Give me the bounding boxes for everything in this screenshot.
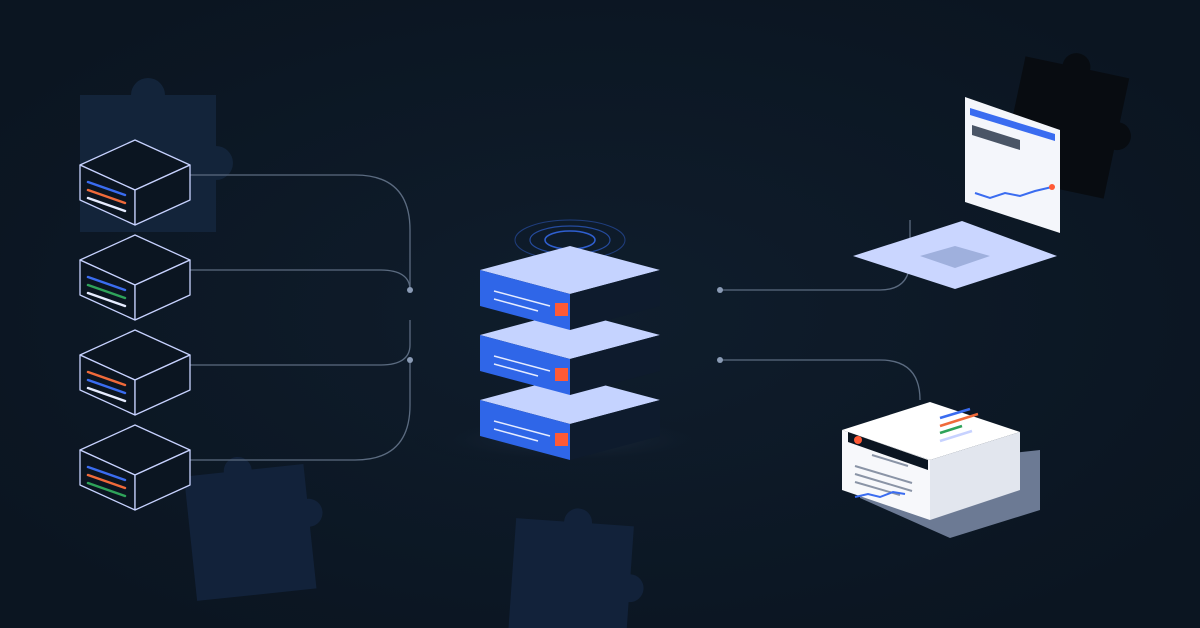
printer-report-icon [842,402,1040,538]
connector-dot [407,287,413,293]
connector-dot [407,357,413,363]
source-connectors [190,174,411,461]
connector-line [190,174,411,290]
connector-line [190,269,411,291]
connector-line [190,360,411,461]
cube-outline-icon [79,424,191,511]
server-unit [480,311,660,395]
connector-dot [717,357,723,363]
connector-line [190,320,411,366]
connector-line [720,359,921,401]
source-boxes [79,139,191,511]
puzzle-piece-icon [507,508,644,628]
puzzle-piece-icon [184,456,323,601]
laptop-icon [853,97,1060,289]
server-unit [480,376,660,460]
server-unit [480,246,660,330]
cube-outline-icon [79,234,191,321]
server-stack-icon [480,246,660,460]
connector-dot [717,287,723,293]
cube-outline-icon [79,329,191,416]
cube-outline-icon [79,139,191,226]
